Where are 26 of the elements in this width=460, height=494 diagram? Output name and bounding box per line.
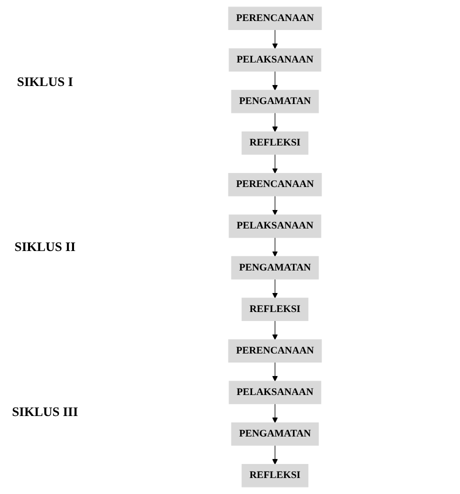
node-box: REFLEKSI — [242, 131, 308, 155]
arrow — [272, 278, 278, 298]
arrow — [272, 29, 278, 49]
arrow — [272, 320, 278, 340]
node-box: PENGAMATAN — [231, 90, 319, 114]
node-box: PERENCANAAN — [228, 173, 322, 196]
arrow — [272, 445, 278, 465]
node-box: REFLEKSI — [242, 298, 308, 321]
cycle-label: SIKLUS I — [17, 74, 73, 90]
arrow — [272, 362, 278, 382]
arrow — [272, 70, 278, 90]
arrow — [272, 154, 278, 174]
arrow — [272, 404, 278, 423]
arrow — [272, 112, 278, 132]
node-box: PERENCANAAN — [228, 6, 322, 30]
cycle-label: SIKLUS III — [12, 404, 78, 420]
arrow — [272, 196, 278, 216]
node-box: PENGAMATAN — [231, 256, 319, 280]
cycle-label: SIKLUS II — [14, 238, 76, 255]
arrow — [272, 237, 278, 257]
node-box: PENGAMATAN — [231, 422, 319, 446]
node-box: PERENCANAAN — [228, 339, 322, 363]
node-box: PELAKSANAAN — [228, 380, 322, 404]
node-box: PELAKSANAAN — [228, 48, 322, 72]
node-box: PELAKSANAAN — [228, 214, 322, 238]
node-box: REFLEKSI — [242, 464, 308, 488]
